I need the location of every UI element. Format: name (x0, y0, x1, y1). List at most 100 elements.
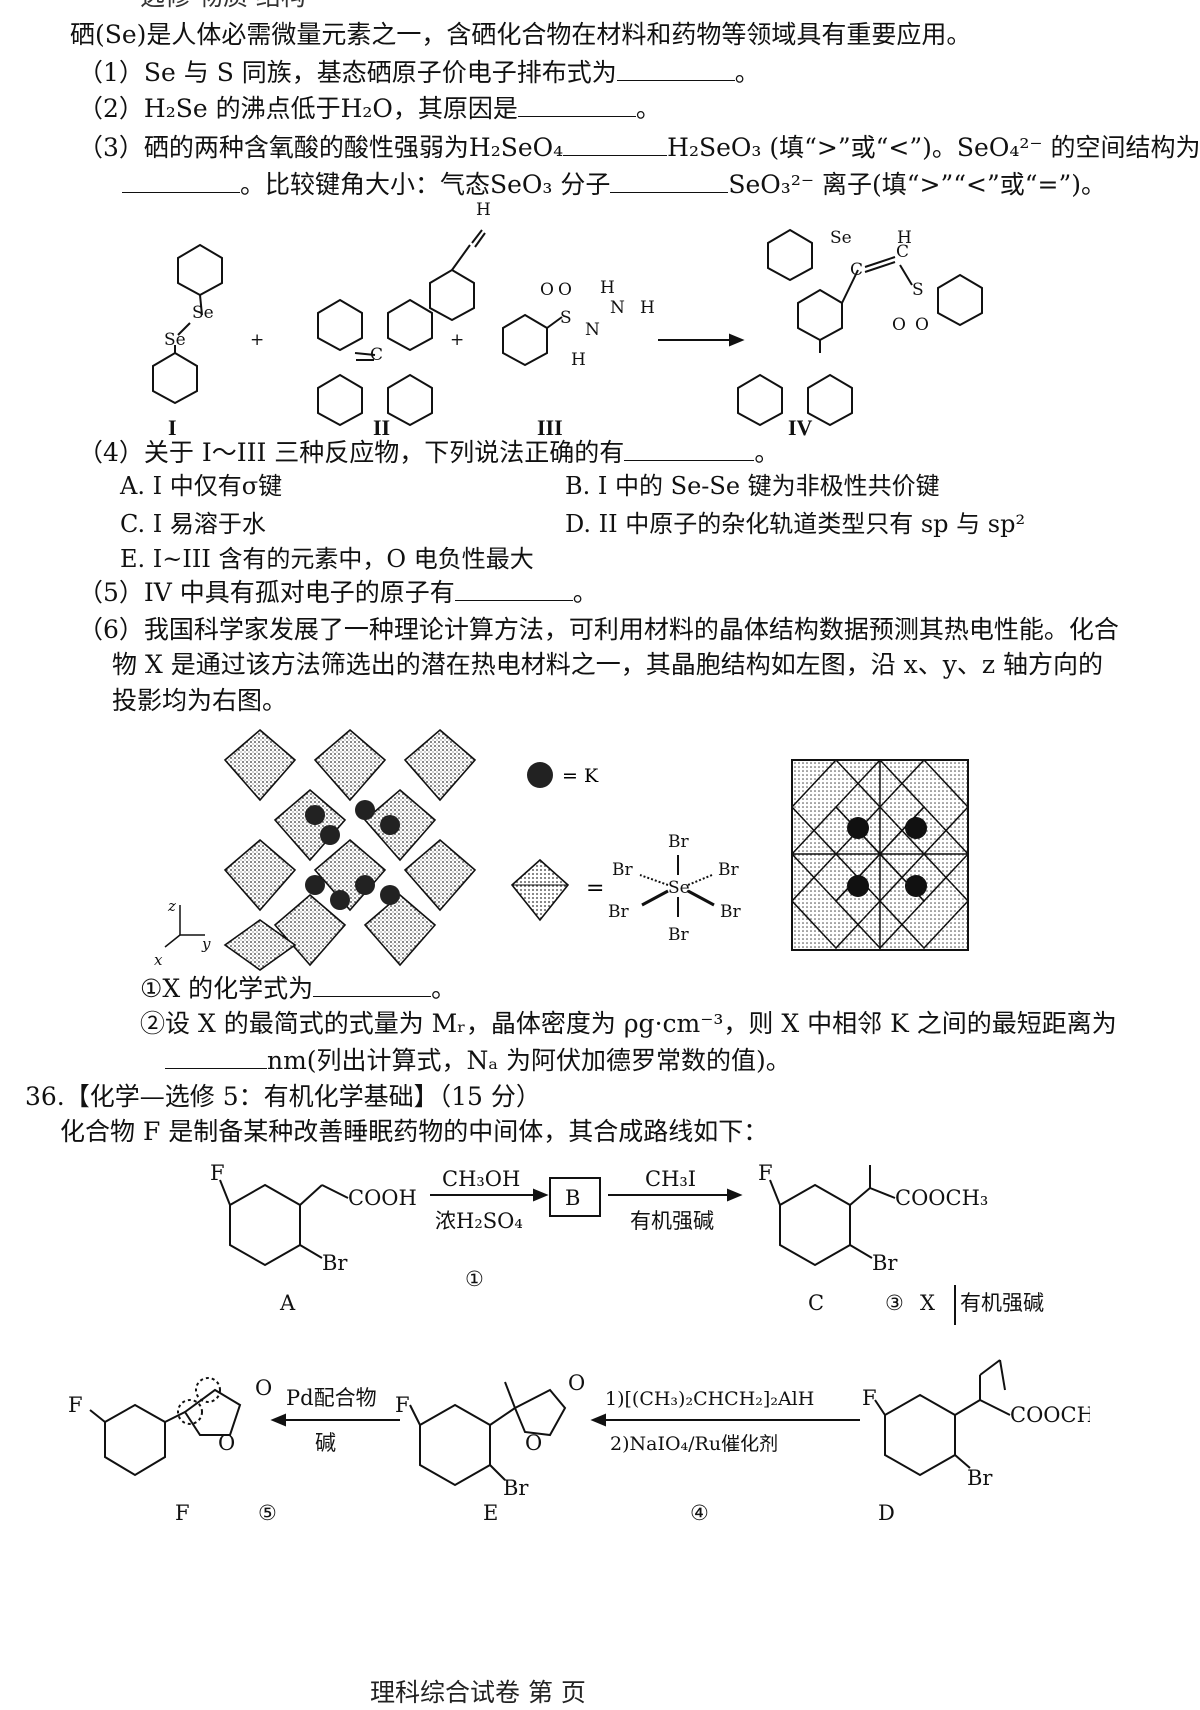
question-6-line3: 投影均为右图。 (112, 686, 288, 715)
atom-s: S (560, 308, 572, 328)
compound-c-label: C (808, 1291, 824, 1315)
atom-h: H (640, 298, 655, 318)
step5-reagent: Pd配合物 (286, 1386, 377, 1410)
atom-o: O (540, 280, 554, 300)
compound-d-label: D (878, 1501, 895, 1525)
group-cooh: COOH (348, 1186, 417, 1210)
compound-e-label: E (483, 1501, 498, 1525)
atom-f: F (210, 1161, 225, 1185)
atom-br: Br (718, 860, 739, 880)
reaction-scheme: Se Se C H S O O N N H H H Se H S O O C C… (152, 200, 983, 427)
question-36-intro: 化合物 F 是制备某种改善睡眠药物的中间体，其合成路线如下： (60, 1117, 769, 1146)
step4-reagent: 1)[(CH₃)₂CHCH₂]₂AlH (605, 1388, 814, 1410)
group-cooch3: COOCH₃ (1010, 1403, 1090, 1427)
atom-br: Br (503, 1476, 529, 1500)
atom-o: O (558, 280, 572, 300)
atom-o: O (218, 1431, 235, 1455)
atom-o: O (568, 1371, 585, 1395)
step2-reagent: CH₃I (645, 1167, 696, 1191)
compound-b-label: B (565, 1186, 580, 1210)
step5-condition: 碱 (315, 1431, 336, 1455)
crystal-cell-diagram: z y x (154, 728, 477, 971)
atom-se: Se (830, 228, 852, 248)
option-c[interactable]: C. I 易溶于水 (120, 510, 266, 538)
atom-br: Br (872, 1251, 898, 1275)
question-2: （2）H₂Se 的沸点低于H₂O，其原因是。 (78, 94, 661, 123)
atom-o: O (892, 315, 906, 335)
axis-z: z (167, 897, 176, 915)
atom-s: S (912, 280, 924, 300)
atom-br: Br (612, 860, 633, 880)
atom-c: C (850, 260, 863, 280)
question-6-line2: 物 X 是通过该方法筛选出的潜在热电材料之一，其晶胞结构如左图，沿 x、y、z … (112, 650, 1103, 679)
answer-blank[interactable] (616, 58, 735, 81)
sub-question-2-cont: nm(列出计算式，Nₐ 为阿伏加德罗常数的值)。 (165, 1044, 791, 1078)
atom-br: Br (608, 902, 629, 922)
compound-a-label: A (279, 1291, 296, 1315)
compound-f-label: F (175, 1501, 190, 1525)
answer-blank[interactable] (624, 438, 755, 461)
question-6-line1: （6）我国科学家发展了一种理论计算方法，可利用材料的晶体结构数据预测其热电性能。… (78, 615, 1119, 644)
step3-reagent: X (920, 1291, 935, 1315)
equals-sign: = (586, 876, 604, 901)
answer-blank[interactable] (122, 170, 240, 193)
answer-blank[interactable] (313, 974, 432, 997)
atom-se: Se (192, 303, 214, 323)
answer-blank[interactable] (563, 133, 668, 156)
atom-c: C (370, 345, 383, 365)
axis-y: y (201, 935, 211, 953)
answer-blank[interactable] (165, 1046, 267, 1069)
step5-number: ⑤ (258, 1501, 277, 1525)
atom-o: O (915, 315, 929, 335)
atom-f: F (68, 1393, 83, 1417)
answer-blank[interactable] (610, 170, 729, 193)
step3-condition: 有机强碱 (960, 1291, 1044, 1315)
option-d[interactable]: D. II 中原子的杂化轨道类型只有 sp 与 sp² (565, 510, 1026, 538)
step1-number: ① (465, 1267, 484, 1291)
page-footer: 理科综合试卷 第 页 (370, 1678, 586, 1707)
step3-number: ③ (885, 1291, 904, 1315)
step2-condition: 有机强碱 (630, 1209, 714, 1233)
atom-n: N (610, 298, 625, 318)
question-1: （1）Se 与 S 同族，基态硒原子价电子排布式为。 (78, 58, 760, 87)
step4-number: ④ (690, 1501, 709, 1525)
group-cooch3: COOCH₃ (895, 1186, 988, 1210)
answer-blank[interactable] (454, 578, 573, 601)
projection-diagram (790, 758, 970, 951)
legend-diagram: = K = Br Br Br Se Br Br Br (510, 762, 741, 945)
header-cut: 选修 物质 结构 (140, 0, 306, 14)
question-36-title: 36.【化学—选修 5：有机化学基础】（15 分） (25, 1082, 541, 1111)
compound-label-2: II (373, 415, 391, 440)
plus-sign: + (450, 330, 464, 350)
atom-f: F (395, 1393, 410, 1417)
question-4: （4）关于 I～III 三种反应物，下列说法正确的有。 (78, 438, 780, 467)
octahedron-icon (510, 858, 570, 922)
step1-reagent: CH₃OH (442, 1167, 520, 1191)
atom-f: F (862, 1386, 877, 1410)
compound-label-1: I (168, 415, 177, 440)
question-5: （5）IV 中具有孤对电子的原子有。 (78, 578, 598, 607)
k-legend-label: = K (562, 765, 599, 787)
atom-o: O (525, 1431, 542, 1455)
atom-h: H (571, 350, 586, 370)
atom-br: Br (322, 1251, 348, 1275)
compound-label-4: IV (788, 415, 813, 440)
atom-h: H (897, 228, 912, 248)
atom-br: Br (967, 1466, 993, 1490)
k-ion-icon (527, 762, 553, 788)
atom-o: O (255, 1376, 272, 1400)
option-e[interactable]: E. I~III 含有的元素中，O 电负性最大 (120, 545, 534, 573)
atom-se: Se (668, 878, 690, 898)
step4-condition: 2)NaIO₄/Ru催化剂 (610, 1433, 778, 1455)
option-a[interactable]: A. I 中仅有σ键 (120, 472, 283, 500)
step1-condition: 浓H₂SO₄ (435, 1209, 523, 1233)
option-b[interactable]: B. I 中的 Se-Se 键为非极性共价键 (565, 472, 940, 500)
atom-c: C (896, 242, 909, 262)
plus-sign: + (250, 330, 264, 350)
answer-blank[interactable] (517, 94, 636, 117)
atom-br: Br (720, 902, 741, 922)
synthesis-route: F COOH Br A CH₃OH 浓H₂SO₄ ① B CH₃I 有机强碱 F… (68, 1161, 1090, 1525)
